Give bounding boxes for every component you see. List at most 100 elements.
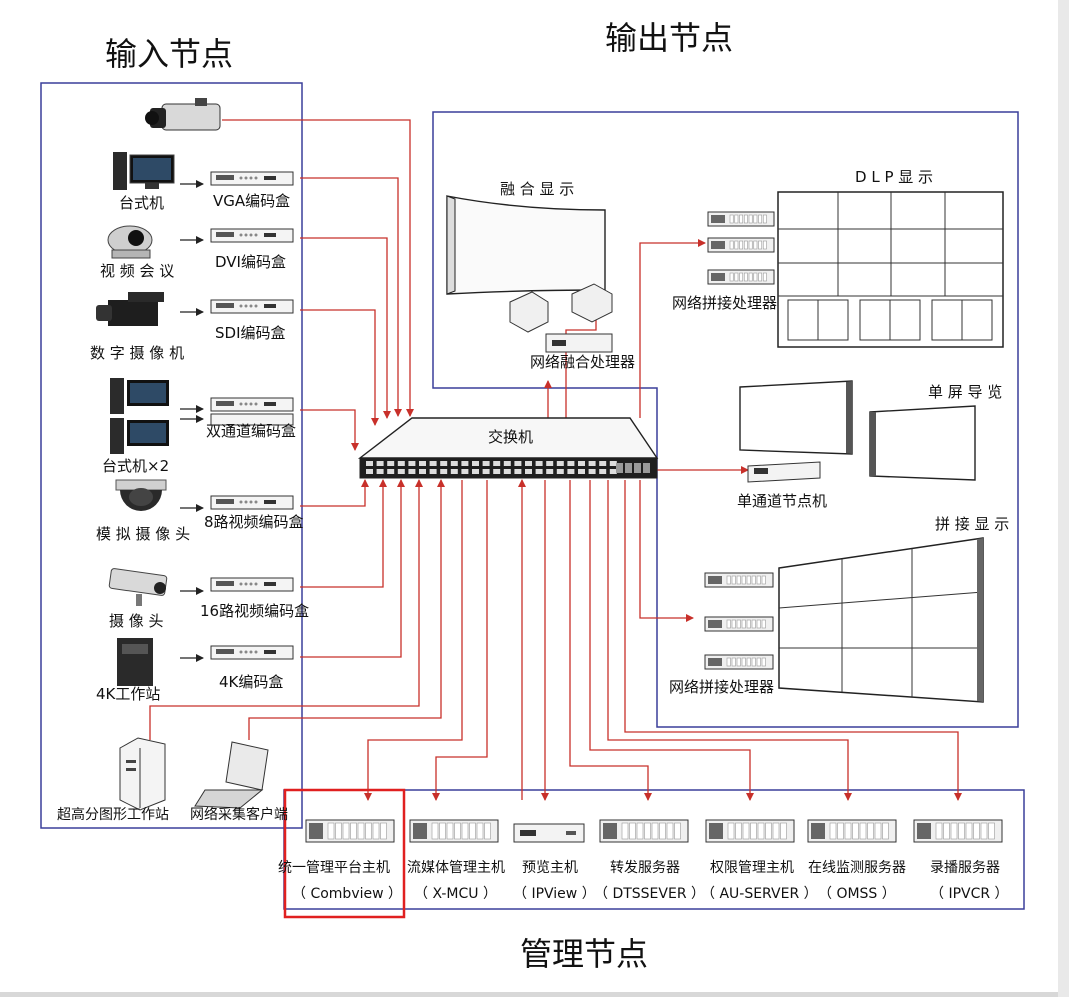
switch-port [599, 461, 607, 466]
label-splice-processor-1: 网络拼接处理器 [672, 294, 778, 312]
switch-port [482, 461, 490, 466]
box-camera-icon [145, 98, 221, 131]
splice-video-wall [778, 537, 984, 703]
link-dvi [300, 237, 391, 419]
switch-port [556, 469, 564, 474]
label-camera: 摄 像 头 [109, 612, 164, 630]
rack-processor-dlp-3 [707, 269, 775, 285]
switch-port [450, 461, 458, 466]
dome-camera-icon [115, 479, 167, 511]
switch-port [546, 469, 554, 474]
link-combview [364, 480, 463, 801]
label-dlp-display: D L P 显 示 [855, 168, 934, 186]
link-splice-proc [639, 480, 694, 622]
switch-port [556, 461, 564, 466]
rack-processor-splice-2 [704, 616, 774, 632]
label-single-preview: 单 屏 导 览 [928, 383, 1003, 401]
switch-port [419, 469, 426, 474]
switch-port [429, 469, 437, 474]
management-node-title: 管理节点 [520, 935, 649, 973]
label-graphics-workstation: 超高分图形工作站 [57, 807, 169, 823]
switch-port [588, 469, 596, 474]
mgmt-name-dtssever: 转发服务器 [610, 860, 680, 876]
conference-camera-icon [107, 225, 153, 259]
switch-port [493, 469, 501, 474]
encoder-box-icon-sdi [210, 299, 294, 314]
switch-port [535, 461, 543, 466]
link-dlp-proc [639, 239, 706, 418]
switch-port [429, 461, 437, 466]
switch-uplink-port [625, 463, 632, 473]
switch-port [387, 469, 395, 474]
switch-port [578, 469, 585, 474]
link-sdi [300, 309, 379, 426]
switch-port [366, 461, 373, 466]
management-server-icon-6 [913, 819, 1003, 843]
input-node-title: 输入节点 [105, 35, 234, 73]
bottom-divider [0, 992, 1058, 997]
fusion-curved-screen [446, 195, 606, 295]
management-server-icon-3 [599, 819, 689, 843]
workstation-tower-icon [117, 638, 153, 686]
switch-port [482, 469, 490, 474]
encoder-box-icon-vga [210, 171, 294, 186]
single-screen-right [869, 405, 976, 481]
label-video-conf: 视 频 会 议 [100, 262, 175, 280]
switch-port [503, 461, 511, 466]
management-server-icon-1 [409, 819, 499, 843]
link-ipvcr [624, 480, 962, 801]
label-4k-workstation: 4K工作站 [96, 685, 161, 703]
link-vga [300, 177, 402, 417]
dlp-video-wall [777, 191, 1004, 348]
label-desktop-x2: 台式机×2 [102, 457, 170, 475]
link-auserver [589, 480, 754, 801]
switch-port [397, 469, 405, 474]
label-8ch-encoder: 8路视频编码盒 [204, 513, 304, 531]
mgmt-code-ipview: （ IPView ） [513, 886, 596, 902]
mgmt-name-omss: 在线监测服务器 [808, 860, 906, 876]
link-enc8 [300, 479, 369, 507]
switch-port [578, 461, 585, 466]
label-vga-encoder: VGA编码盒 [213, 192, 291, 210]
bullet-camera-icon [108, 568, 168, 606]
rack-processor-splice-3 [704, 654, 774, 670]
network-switch-icon [357, 417, 659, 479]
mgmt-code-ipvcr: （ IPVCR ） [930, 886, 1009, 902]
label-splice-display: 拼 接 显 示 [935, 515, 1010, 533]
switch-port [514, 461, 522, 466]
mgmt-name-xmcu: 流媒体管理主机 [407, 860, 505, 876]
label-4k-encoder: 4K编码盒 [219, 673, 284, 691]
link-graphics-ws [149, 479, 423, 740]
mgmt-code-combview: （ Combview ） [292, 886, 403, 902]
label-desktop: 台式机 [119, 194, 165, 212]
rack-processor-dlp-2 [707, 237, 775, 253]
link-dtssever [569, 480, 652, 801]
encoder-box-icon-8ch [210, 495, 294, 510]
switch-port [525, 461, 532, 466]
rack-processor-splice-1 [704, 572, 774, 588]
switch-port [461, 469, 469, 474]
switch-port [567, 469, 575, 474]
mgmt-name-auserver: 权限管理主机 [710, 860, 794, 876]
switch-port [535, 469, 543, 474]
switch-port [609, 461, 617, 466]
label-dvi-encoder: DVI编码盒 [215, 253, 286, 271]
switch-port [408, 469, 416, 474]
switch-uplink-port [616, 463, 623, 473]
switch-port [567, 461, 575, 466]
mgmt-code-auserver: （ AU-SERVER ） [701, 886, 818, 902]
label-fusion-processor: 网络融合处理器 [530, 353, 636, 371]
switch-port [588, 461, 596, 466]
laptop-icon [194, 741, 269, 809]
label-dual-encoder: 双通道编码盒 [206, 422, 297, 440]
switch-port [376, 461, 384, 466]
single-channel-node-icon [747, 461, 821, 483]
switch-port [609, 469, 617, 474]
scrollbar[interactable] [1058, 0, 1069, 997]
mgmt-name-ipview: 预览主机 [522, 860, 578, 876]
fusion-processor-icon [545, 333, 613, 353]
preview-host-icon [513, 823, 585, 843]
encoder-box-icon-dual-2 [210, 413, 294, 426]
output-node-title: 输出节点 [605, 19, 734, 57]
